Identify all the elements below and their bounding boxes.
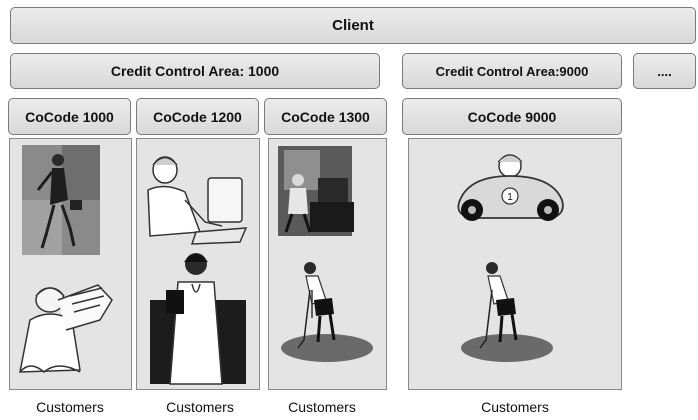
customers-caption-cocode-1200: Customers [166, 399, 234, 415]
credit-control-area-1000-box: Credit Control Area: 1000 [10, 53, 380, 89]
man-at-computer-clipart [147, 156, 248, 245]
cocode-1300-box: CoCode 1300 [264, 98, 387, 135]
credit-control-area-9000-label: Credit Control Area:9000 [435, 63, 589, 79]
cocode-1200-label: CoCode 1200 [153, 108, 242, 125]
customers-caption-cocode-1300: Customers [288, 399, 356, 415]
cocode-1300-label: CoCode 1300 [281, 108, 370, 125]
race-car-clipart: 1 [457, 154, 564, 221]
doctor-clipart [150, 253, 246, 385]
credit-control-area-9000-box: Credit Control Area:9000 [402, 53, 622, 89]
more-areas-label: .... [657, 63, 672, 79]
customers-caption-cocode-9000: Customers [481, 399, 549, 415]
customers-caption-cocode-1000: Customers [36, 399, 104, 415]
woman-walking-clipart [22, 145, 100, 255]
client-label: Client [332, 17, 374, 34]
cocode-9000-box: CoCode 9000 [402, 98, 622, 135]
cocode-1000-box: CoCode 1000 [8, 98, 131, 135]
golfer-clipart [461, 262, 553, 362]
cocode-9000-label: CoCode 9000 [467, 108, 557, 125]
client-box: Client [10, 7, 696, 44]
credit-control-area-1000-label: Credit Control Area: 1000 [110, 63, 280, 79]
cocode-1200-box: CoCode 1200 [136, 98, 259, 135]
more-areas-box: .... [633, 53, 696, 89]
golfer-clipart [281, 262, 373, 362]
engineer-with-blueprints-clipart [19, 284, 113, 373]
man-at-desk-clipart [278, 146, 354, 236]
race-car-number: 1 [507, 192, 513, 203]
cocode-1000-label: CoCode 1000 [25, 108, 114, 125]
